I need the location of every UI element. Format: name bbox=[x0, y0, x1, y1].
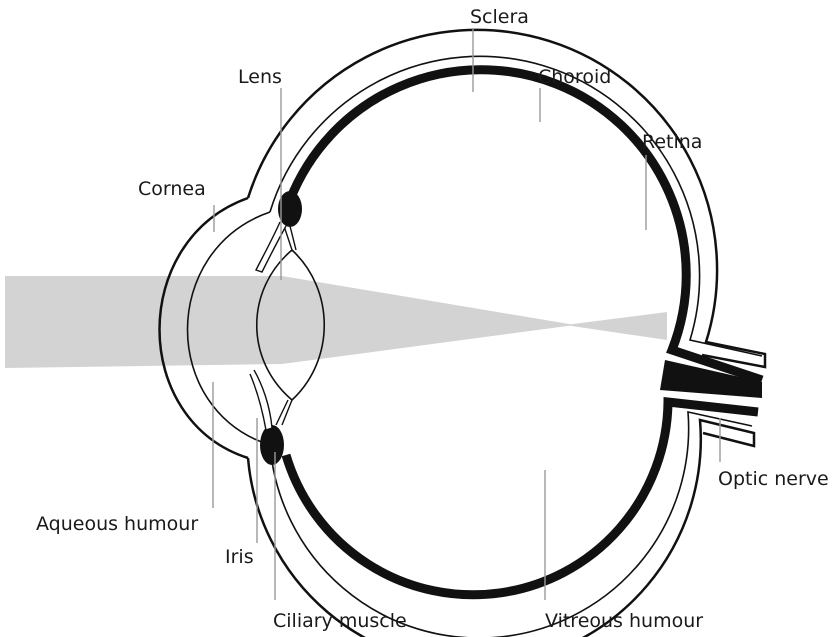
choroid-layer-lower bbox=[270, 412, 752, 637]
label-ciliary-muscle: Ciliary muscle bbox=[273, 612, 407, 631]
label-cornea: Cornea bbox=[138, 180, 206, 199]
light-beam-to-retina bbox=[565, 312, 667, 340]
label-optic-nerve: Optic nerve bbox=[718, 470, 829, 489]
label-aqueous-humour: Aqueous humour bbox=[36, 515, 198, 534]
label-sclera: Sclera bbox=[470, 8, 529, 27]
label-vitreous-humour: Vitreous humour bbox=[545, 612, 703, 631]
label-iris: Iris bbox=[225, 548, 254, 567]
label-retina: Retina bbox=[642, 133, 702, 152]
light-beam-incoming bbox=[5, 276, 575, 368]
iris-lower bbox=[250, 370, 272, 430]
retina-layer-lower bbox=[286, 402, 758, 595]
label-lens: Lens bbox=[238, 68, 282, 87]
label-choroid: Choroid bbox=[538, 68, 611, 87]
ciliary-muscle-lower bbox=[260, 425, 284, 465]
